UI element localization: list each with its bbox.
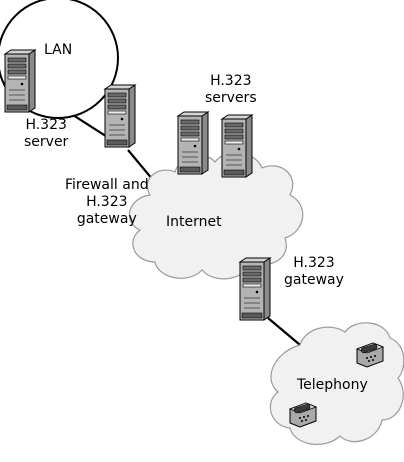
internet-label: Internet [166,214,222,230]
firewall-gateway-label: Firewall and H.323 gateway [65,177,149,227]
gateway-label: H.323 gateway [284,255,344,288]
firewall-gateway-server-icon [104,84,136,148]
lan-server-label: H.323 server [24,117,69,150]
telephony-label: Telephony [297,377,368,393]
lan-server-icon [4,49,36,113]
internet-servers-label: H.323 servers [205,73,257,106]
lan-label: LAN [44,42,73,58]
internet-server-icon-2 [221,114,253,178]
internet-cloud [128,152,304,280]
internet-server-icon-1 [177,111,209,175]
gateway-server-icon [239,257,271,321]
